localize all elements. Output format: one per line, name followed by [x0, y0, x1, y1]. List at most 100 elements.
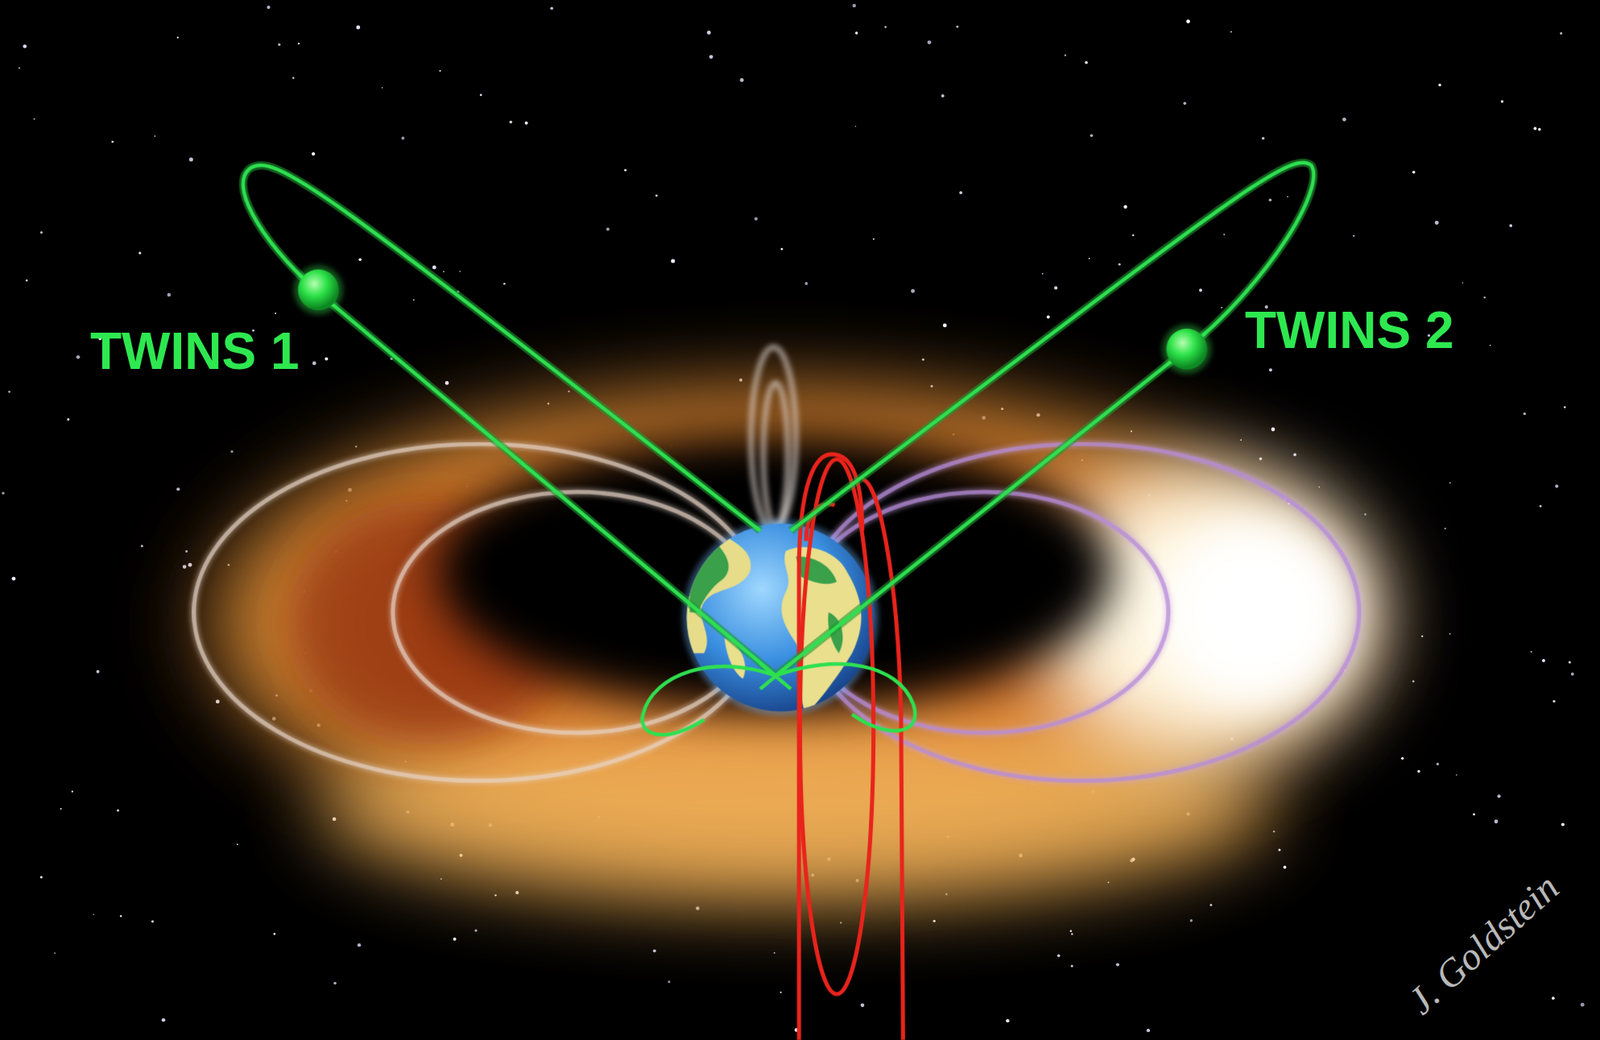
star [297, 42, 300, 45]
star [1455, 773, 1458, 776]
star [71, 789, 74, 792]
star [1146, 1028, 1150, 1032]
star [138, 252, 141, 255]
star [140, 544, 144, 547]
star [440, 877, 443, 880]
star [292, 77, 294, 79]
star [1494, 818, 1499, 823]
star [1223, 233, 1225, 236]
star [153, 135, 156, 137]
star [1230, 30, 1233, 33]
star [1530, 650, 1533, 653]
star [942, 322, 947, 327]
star [1542, 658, 1546, 662]
star [66, 417, 70, 421]
star [1286, 195, 1289, 198]
star [1054, 285, 1058, 290]
star [76, 355, 81, 360]
star [884, 25, 887, 29]
star [1108, 880, 1110, 883]
star [22, 44, 27, 49]
star [1293, 453, 1297, 457]
star [706, 30, 712, 35]
star [1523, 412, 1526, 415]
star [956, 25, 960, 29]
star [1571, 672, 1575, 676]
star [606, 227, 610, 232]
star [1444, 527, 1447, 530]
star [494, 893, 497, 896]
star [413, 298, 415, 301]
star [855, 31, 859, 35]
star [1449, 482, 1452, 484]
star [53, 951, 56, 954]
star [474, 928, 477, 931]
star [1401, 756, 1404, 760]
star [1537, 128, 1542, 132]
star [1261, 136, 1266, 141]
star [933, 919, 936, 922]
star [1240, 438, 1242, 441]
star [1041, 272, 1044, 275]
star [910, 289, 915, 294]
star [754, 217, 758, 221]
star [1417, 769, 1420, 773]
star [1563, 405, 1567, 409]
star [927, 40, 932, 45]
satellite-label: TWINS 2 [1244, 304, 1455, 356]
star [60, 807, 63, 810]
star [12, 576, 17, 581]
star [1198, 288, 1203, 292]
star [1283, 865, 1287, 869]
star [33, 118, 36, 120]
star [1084, 61, 1088, 65]
star [274, 312, 277, 315]
star [1509, 223, 1513, 228]
star [655, 194, 658, 197]
star [311, 152, 315, 156]
star [941, 94, 945, 98]
star [230, 450, 233, 453]
star [92, 913, 95, 915]
star [1551, 996, 1555, 1000]
star [1438, 83, 1441, 87]
star [1364, 512, 1367, 516]
star [1269, 367, 1273, 372]
star [167, 293, 172, 298]
star [189, 157, 194, 162]
star [116, 809, 120, 812]
star [670, 258, 675, 263]
star [1489, 344, 1492, 347]
star [1070, 932, 1073, 935]
star [1220, 306, 1223, 309]
star [458, 270, 461, 273]
star [333, 981, 337, 985]
star [709, 54, 714, 59]
star [852, 4, 857, 9]
star [872, 238, 875, 240]
star [695, 905, 699, 910]
star [1434, 220, 1439, 225]
star [1412, 170, 1416, 174]
star [119, 914, 122, 917]
star [8, 390, 11, 393]
star [96, 669, 100, 674]
star [355, 25, 360, 30]
star [855, 125, 857, 128]
star [525, 121, 529, 125]
star [1436, 762, 1439, 765]
star [1342, 117, 1347, 122]
star [236, 843, 239, 845]
star [1190, 918, 1193, 922]
star [1472, 813, 1476, 816]
star [667, 979, 670, 983]
star [781, 248, 784, 251]
satellite-label: TWINS 1 [90, 325, 300, 377]
star [442, 270, 445, 273]
star [1123, 204, 1127, 208]
star [921, 358, 925, 361]
star [151, 920, 154, 923]
star [805, 281, 809, 286]
star [25, 279, 29, 282]
